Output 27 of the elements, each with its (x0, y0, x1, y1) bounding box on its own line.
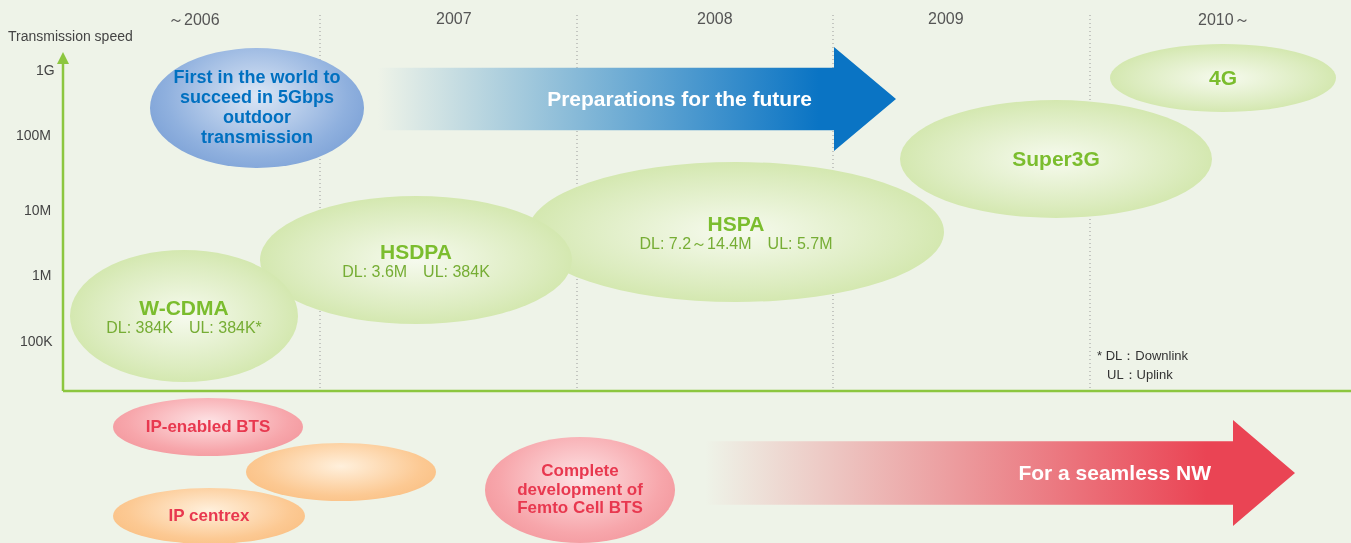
milestone-text: Complete development of Femto Cell BTS (516, 461, 644, 519)
year-label: 2010～ (1198, 10, 1250, 30)
tick-label: 10M (24, 202, 52, 218)
tick-label: 1G (36, 62, 55, 78)
axis-title: Transmission speed (8, 28, 133, 44)
footnote: UL：Uplink (1107, 366, 1173, 384)
speed-spec: DL: 7.2～14.4M UL: 5.7M (639, 234, 833, 253)
technology-name: HSDPA (380, 239, 452, 263)
technology-name: W-CDMA (139, 295, 229, 319)
year-label: 2007 (436, 10, 472, 28)
footnote: * DL：Downlink (1097, 347, 1189, 365)
technology-name: 4G (1209, 66, 1237, 90)
technology-name: Super3G (1012, 147, 1100, 171)
milestone-text: IP centrex (168, 506, 250, 526)
year-label: 2009 (928, 10, 964, 28)
milestone-text: IP-enabled BTS (145, 417, 271, 437)
tick-label: 1M (32, 267, 52, 283)
tick-label: 100K (20, 333, 53, 349)
arrow-caption: For a seamless NW (1018, 461, 1211, 485)
year-label: ～2006 (168, 10, 220, 30)
tick-label: 100M (16, 127, 52, 143)
arrow-caption: Preparations for the future (547, 87, 812, 111)
year-label: 2008 (697, 10, 733, 28)
speed-spec: DL: 3.6M UL: 384K (342, 262, 490, 281)
technology-name: HSPA (707, 211, 765, 235)
milestone-text: First in the world to succeed in 5Gbps outdoor transmission (172, 68, 342, 148)
speed-spec: DL: 384K UL: 384K* (106, 318, 262, 337)
